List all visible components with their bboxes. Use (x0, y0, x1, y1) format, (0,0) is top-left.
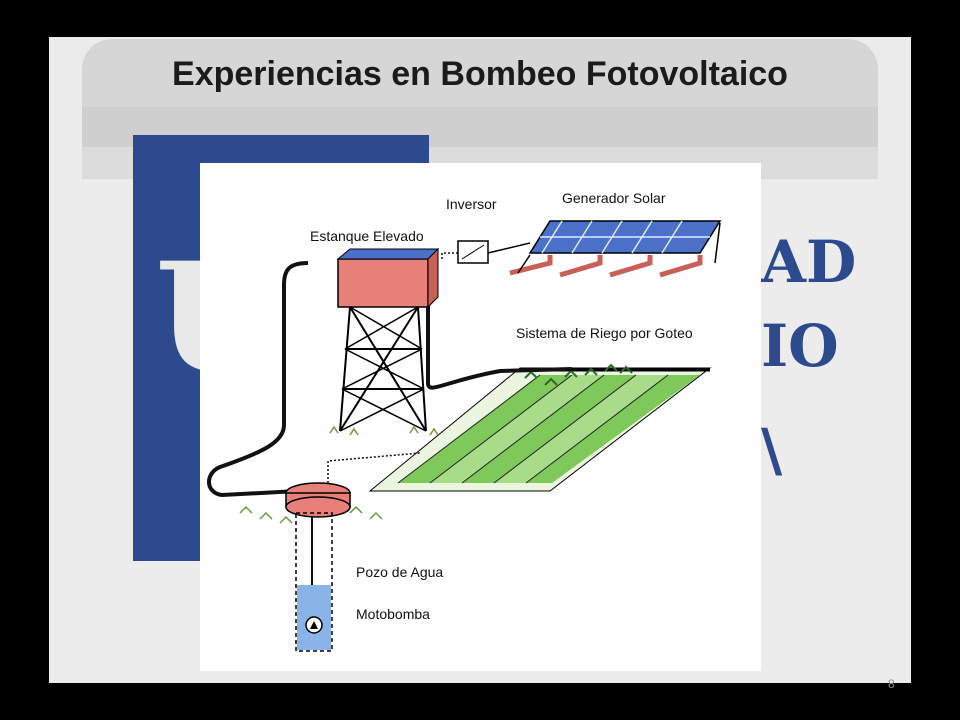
solar-panel-array (509, 220, 722, 278)
label-water-well: Pozo de Agua (356, 564, 443, 580)
label-elevated-tank: Estanque Elevado (310, 228, 424, 244)
slide: U AD IO \ Experiencias en Bombeo Fotovol… (49, 37, 911, 683)
label-motor-pump: Motobomba (356, 606, 430, 622)
irrigation-field (368, 363, 712, 492)
pv-pumping-svg: Inversor Generador Solar Estanque Elevad… (207, 190, 722, 652)
logo-text-fragment: \ (761, 416, 783, 484)
logo-text-fragment: IO (761, 312, 839, 380)
label-solar-generator: Generador Solar (562, 190, 666, 206)
water-well (239, 482, 383, 652)
label-drip-irrigation: Sistema de Riego por Goteo (516, 325, 693, 341)
page-number: 8 (888, 677, 895, 691)
label-inverter: Inversor (446, 196, 497, 212)
pv-pumping-diagram: Inversor Generador Solar Estanque Elevad… (200, 163, 761, 671)
elevated-tank (329, 247, 440, 436)
slide-title: Experiencias en Bombeo Fotovoltaico (172, 55, 788, 93)
logo-text-fragment: AD (761, 228, 857, 296)
inverter-box (457, 240, 531, 264)
